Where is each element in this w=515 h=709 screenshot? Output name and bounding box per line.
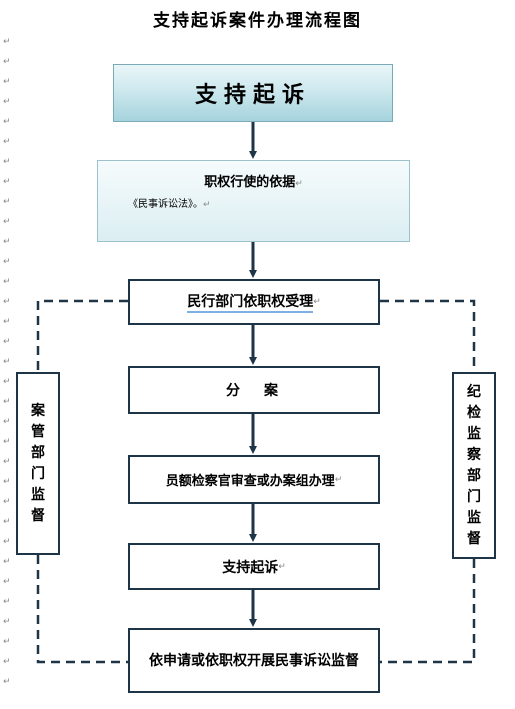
civil-litigation-supervision-label: 依申请或依职权开展民事诉讼监督 [149, 652, 359, 669]
paragraph-mark: ↵ [3, 397, 11, 407]
diagram-title: 支持起诉案件办理流程图 [153, 11, 362, 31]
paragraph-mark: ↵ [3, 517, 11, 527]
dashed-right-top [380, 299, 476, 372]
accept-case-box: 民行部门依职权受理 ↵ [128, 279, 380, 325]
paragraph-mark: ↵ [3, 497, 11, 507]
paragraph-mark: ↵ [3, 137, 11, 147]
paragraph-mark: ↵ [3, 217, 11, 227]
paragraph-mark: ↵ [3, 637, 11, 647]
paragraph-mark: ↵ [3, 77, 11, 87]
authority-basis-title-text: 职权行使的依据 [204, 175, 296, 190]
authority-basis-law: 《民事诉讼法》。↵ [128, 195, 211, 210]
authority-basis-title: 职权行使的依据↵ [98, 171, 409, 190]
assign-case-box: 分案 [128, 366, 380, 414]
paragraph-mark: ↵ [313, 297, 321, 307]
paragraph-mark: ↵ [3, 257, 11, 267]
paragraph-mark: ↵ [3, 97, 11, 107]
paragraph-mark: ↵ [3, 337, 11, 347]
prosecutor-review-label: 员额检察官审查或办案组办理 [165, 474, 335, 489]
paragraph-mark: ↵ [3, 417, 11, 427]
paragraph-mark: ↵ [3, 577, 11, 587]
paragraph-mark: ↵ [3, 57, 11, 67]
dashed-left-bottom [36, 555, 128, 664]
discipline-inspection-supervision-box: 纪检监察部门监督 [452, 372, 496, 559]
paragraph-mark: ↵ [295, 179, 303, 189]
support-prosecution-box: 支持起诉 ↵ [128, 543, 380, 590]
paragraph-mark: ↵ [3, 297, 11, 307]
support-prosecution-header-box: 支持起诉 [113, 64, 393, 122]
case-management-supervision-box: 案管部门监督 [16, 372, 60, 555]
paragraph-mark: ↵ [3, 157, 11, 167]
paragraph-mark: ↵ [3, 237, 11, 247]
paragraph-mark: ↵ [3, 557, 11, 567]
paragraph-mark: ↵ [3, 457, 11, 467]
paragraph-mark: ↵ [3, 657, 11, 667]
paragraph-mark: ↵ [3, 197, 11, 207]
paragraph-mark: ↵ [3, 277, 11, 287]
paragraph-mark: ↵ [3, 437, 11, 447]
dashed-left-top [36, 299, 128, 372]
authority-basis-law-text: 《民事诉讼法》。 [128, 199, 203, 210]
paragraph-mark: ↵ [3, 377, 11, 387]
paragraph-mark: ↵ [3, 317, 11, 327]
case-management-supervision-label: 案管部门监督 [31, 402, 45, 524]
assign-case-label: 分案 [226, 383, 302, 399]
paragraph-mark: ↵ [278, 561, 286, 572]
paragraph-mark: ↵ [3, 177, 11, 187]
paragraph-mark: ↵ [3, 477, 11, 487]
paragraph-mark: ↵ [3, 537, 11, 547]
paragraph-mark: ↵ [3, 677, 11, 687]
support-prosecution-label: 支持起诉 [222, 559, 279, 576]
dashed-right-bottom [380, 559, 476, 664]
paragraph-mark: ↵ [3, 617, 11, 627]
paragraph-mark: ↵ [3, 37, 11, 47]
civil-litigation-supervision-box: 依申请或依职权开展民事诉讼监督 [128, 628, 380, 693]
support-prosecution-header-label: 支持起诉 [194, 82, 311, 108]
prosecutor-review-box: 员额检察官审查或办案组办理 ↵ [128, 455, 380, 504]
discipline-inspection-supervision-label: 纪检监察部门监督 [467, 383, 481, 547]
paragraph-mark: ↵ [334, 474, 343, 485]
authority-basis-box: 职权行使的依据↵ 《民事诉讼法》。↵ [97, 160, 410, 242]
paragraph-mark: ↵ [203, 200, 211, 210]
accept-case-label: 民行部门依职权受理 [187, 291, 314, 313]
paragraph-mark: ↵ [3, 117, 11, 127]
paragraph-mark: ↵ [3, 597, 11, 607]
paragraph-mark: ↵ [3, 357, 11, 367]
